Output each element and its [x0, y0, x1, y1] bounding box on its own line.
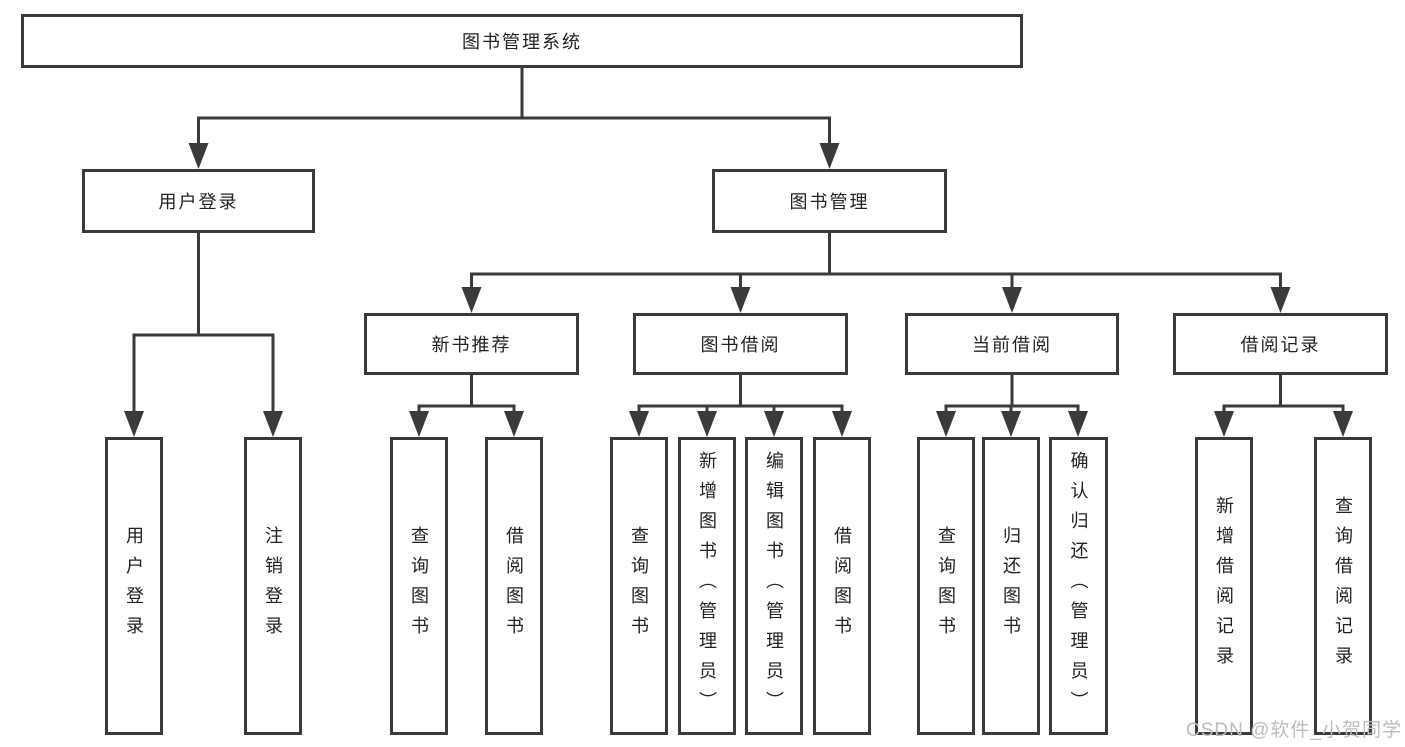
node-book-borrow: 图书借阅 [633, 313, 848, 375]
node-book-management: 图书管理 [712, 169, 947, 233]
node-root-system: 图书管理系统 [21, 14, 1023, 68]
leaf-recommend-borrow-books-label: 借阅图书 [504, 526, 524, 646]
leaf-borrow-edit-books-admin-label: 编辑图书（管理员） [764, 451, 784, 721]
leaf-current-return-books-label: 归还图书 [1001, 526, 1021, 646]
node-book-management-label: 图书管理 [789, 192, 870, 212]
node-user-login-label: 用户登录 [158, 192, 239, 212]
leaf-current-return-books: 归还图书 [982, 437, 1040, 735]
leaf-current-query-books: 查询图书 [917, 437, 975, 735]
node-new-book-recommend: 新书推荐 [364, 313, 579, 375]
leaf-current-query-books-label: 查询图书 [936, 526, 956, 646]
node-borrow-records: 借阅记录 [1173, 313, 1388, 375]
leaf-borrow-borrow-books: 借阅图书 [813, 437, 871, 735]
node-book-borrow-label: 图书借阅 [700, 335, 781, 355]
leaf-borrow-edit-books-admin: 编辑图书（管理员） [745, 437, 803, 735]
leaf-borrow-add-books-admin: 新增图书（管理员） [678, 437, 736, 735]
leaf-records-add-record-label: 新增借阅记录 [1214, 496, 1234, 676]
leaf-current-confirm-return-admin-label: 确认归还（管理员） [1068, 451, 1089, 721]
node-new-book-recommend-label: 新书推荐 [431, 335, 512, 355]
leaf-borrow-add-books-admin-label: 新增图书（管理员） [697, 451, 717, 721]
leaf-borrow-query-books-label: 查询图书 [629, 526, 649, 646]
node-current-borrow-label: 当前借阅 [972, 335, 1052, 355]
leaf-current-confirm-return-admin: 确认归还（管理员） [1049, 437, 1108, 735]
node-root-system-label: 图书管理系统 [462, 32, 582, 52]
arrowheads [124, 143, 1353, 437]
leaf-logout: 注销登录 [244, 437, 302, 735]
node-borrow-records-label: 借阅记录 [1240, 335, 1321, 355]
leaf-recommend-query-books-label: 查询图书 [409, 526, 429, 646]
leaf-recommend-query-books: 查询图书 [390, 437, 448, 735]
node-user-login: 用户登录 [82, 169, 315, 233]
leaf-records-query-record: 查询借阅记录 [1314, 437, 1372, 735]
leaf-user-login-label: 用户登录 [124, 526, 144, 646]
leaf-recommend-borrow-books: 借阅图书 [485, 437, 543, 735]
watermark: CSDN @软件_小贺同学 [1186, 720, 1402, 741]
leaf-borrow-borrow-books-label: 借阅图书 [832, 526, 852, 646]
leaf-logout-label: 注销登录 [263, 526, 283, 646]
leaf-borrow-query-books: 查询图书 [610, 437, 668, 735]
leaf-user-login: 用户登录 [105, 437, 163, 735]
leaf-records-query-record-label: 查询借阅记录 [1333, 496, 1353, 676]
leaf-records-add-record: 新增借阅记录 [1195, 437, 1253, 735]
node-current-borrow: 当前借阅 [905, 313, 1119, 375]
